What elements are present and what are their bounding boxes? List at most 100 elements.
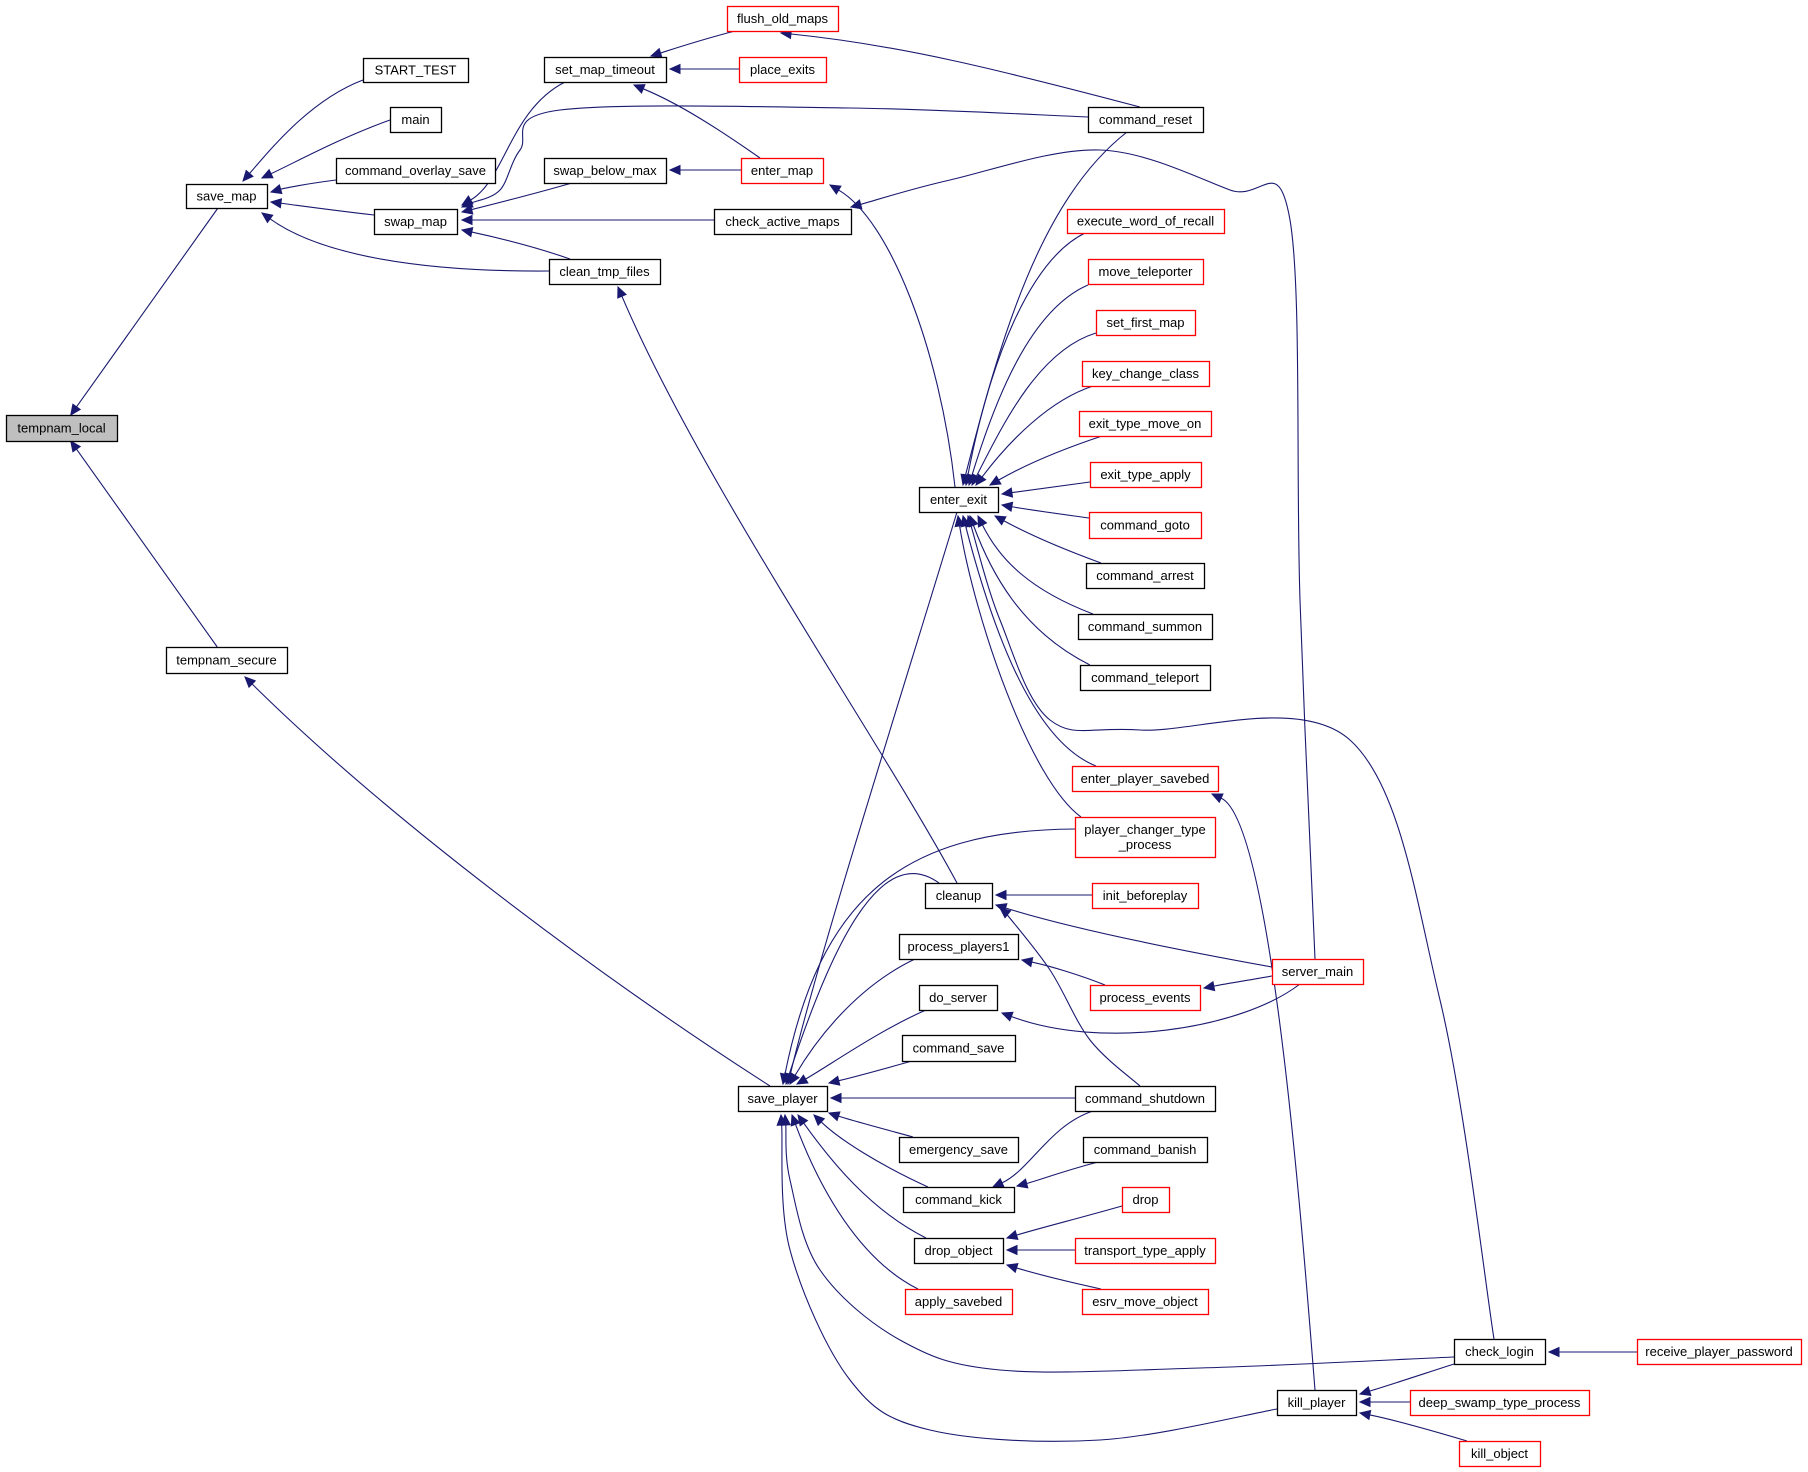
arrowhead-icon: [460, 227, 474, 238]
node-label: player_changer_type: [1084, 822, 1205, 837]
node-label: save_map: [197, 189, 257, 204]
node-emergency-save[interactable]: emergency_save: [898, 1136, 1020, 1164]
node-command-shutdown[interactable]: command_shutdown: [1074, 1085, 1217, 1113]
edge-server_main-to-process_events: [1202, 975, 1273, 992]
node-player-changer-type-process[interactable]: player_changer_type_process: [1074, 816, 1217, 859]
edge-line: [280, 179, 337, 190]
node-label: save_player: [747, 1091, 818, 1106]
node-swap-below-max[interactable]: swap_below_max: [543, 157, 668, 185]
edge-apply_savebed-to-save_player: [790, 1113, 919, 1290]
node-command-save[interactable]: command_save: [901, 1034, 1017, 1063]
node-start-test[interactable]: START_TEST: [362, 57, 470, 84]
edge-line: [981, 524, 1094, 615]
arrowhead-icon: [260, 168, 274, 179]
edge-command_overlay_save-to-save_map: [269, 179, 337, 195]
arrowhead-icon: [242, 169, 254, 182]
node-label: command_summon: [1088, 619, 1202, 634]
node-label: drop_object: [925, 1243, 993, 1258]
node-clean-tmp-files[interactable]: clean_tmp_files: [548, 258, 662, 286]
arrowhead-icon: [70, 440, 82, 453]
node-box: [1458, 1440, 1542, 1468]
edge-swap_map-to-save_map: [269, 198, 375, 216]
node-exit-type-move-on[interactable]: exit_type_move_on: [1078, 410, 1213, 438]
node-place-exits[interactable]: place_exits: [738, 56, 828, 84]
arrowhead-icon: [617, 285, 627, 299]
edge-line: [621, 295, 958, 884]
arrowhead-icon: [1005, 1263, 1019, 1274]
node-esrv-move-object[interactable]: esrv_move_object: [1081, 1288, 1210, 1316]
node-label: kill_player: [1288, 1395, 1346, 1410]
node-check-active-maps[interactable]: check_active_maps: [713, 208, 853, 236]
arrowhead-icon: [1020, 957, 1034, 968]
node-label: process_players1: [908, 939, 1010, 954]
node-flush-old-maps[interactable]: flush_old_maps: [726, 5, 840, 33]
edge-line: [794, 958, 916, 1076]
node-command-kick[interactable]: command_kick: [902, 1186, 1016, 1214]
node-check-login[interactable]: check_login: [1453, 1338, 1547, 1366]
node-server-main[interactable]: server_main: [1271, 958, 1365, 986]
node-init-beforeplay[interactable]: init_beforeplay: [1091, 882, 1200, 910]
node-command-arrest[interactable]: command_arrest: [1085, 562, 1206, 590]
node-box: [543, 157, 668, 185]
node-set-first-map[interactable]: set_first_map: [1095, 309, 1197, 337]
node-execute-word-of-recall[interactable]: execute_word_of_recall: [1066, 208, 1226, 235]
edge-line: [970, 525, 1495, 1340]
node-enter-map[interactable]: enter_map: [740, 157, 825, 185]
edge-command_summon-to-enter_exit: [977, 514, 1094, 615]
arrowhead-icon: [70, 403, 82, 416]
node-box: [898, 1136, 1020, 1164]
edge-command_teleport-to-enter_exit: [968, 514, 1091, 666]
edge-clean_tmp_files-to-swap_map: [460, 227, 571, 260]
node-exit-type-apply[interactable]: exit_type_apply: [1089, 461, 1203, 489]
node-label: transport_type_apply: [1084, 1243, 1206, 1258]
edge-save_map-to-tempnam_local: [70, 207, 219, 416]
node-kill-object[interactable]: kill_object: [1458, 1440, 1542, 1468]
node-command-goto[interactable]: command_goto: [1088, 511, 1203, 540]
edge-line: [280, 202, 375, 216]
node-do-server[interactable]: do_server: [918, 984, 999, 1012]
node-kill-player[interactable]: kill_player: [1276, 1389, 1358, 1417]
node-tempnam-secure[interactable]: tempnam_secure: [165, 646, 289, 675]
edge-command_banish-to-command_kick: [1015, 1161, 1099, 1189]
node-drop[interactable]: drop: [1121, 1186, 1171, 1214]
node-main[interactable]: main: [389, 106, 443, 134]
node-cleanup[interactable]: cleanup: [924, 882, 994, 910]
node-process-events[interactable]: process_events: [1089, 984, 1202, 1012]
node-key-change-class[interactable]: key_change_class: [1081, 360, 1211, 388]
node-box: [1077, 613, 1214, 641]
node-command-reset[interactable]: command_reset: [1087, 106, 1205, 134]
arrowhead-icon: [993, 515, 1007, 526]
edge-line: [781, 1124, 1278, 1442]
node-apply-savebed[interactable]: apply_savebed: [904, 1288, 1014, 1316]
node-label: command_teleport: [1091, 670, 1199, 685]
arrowhead-icon: [632, 84, 646, 94]
edge-command_goto-to-enter_exit: [1000, 501, 1090, 519]
node-label: deep_swamp_type_process: [1419, 1395, 1581, 1410]
node-transport-type-apply[interactable]: transport_type_apply: [1074, 1237, 1217, 1265]
node-drop-object[interactable]: drop_object: [913, 1237, 1005, 1265]
node-process-players1[interactable]: process_players1: [898, 933, 1020, 961]
node-save-map[interactable]: save_map: [185, 183, 269, 210]
edge-process_players1-to-save_player: [789, 958, 916, 1086]
node-move-teleporter[interactable]: move_teleporter: [1087, 258, 1205, 286]
edge-enter_map-to-set_map_timeout: [632, 84, 761, 159]
edge-command_shutdown-to-cleanup: [999, 907, 1141, 1087]
node-set-map-timeout[interactable]: set_map_timeout: [543, 56, 668, 84]
node-command-overlay-save[interactable]: command_overlay_save: [335, 157, 497, 185]
node-swap-map[interactable]: swap_map: [373, 208, 459, 236]
edge-line: [964, 525, 1097, 767]
arrowhead-icon: [1000, 487, 1014, 498]
node-deep-swamp-type-process[interactable]: deep_swamp_type_process: [1409, 1389, 1591, 1417]
edge-command_kick-to-save_player: [813, 1114, 929, 1188]
node-receive-player-password[interactable]: receive_player_password: [1636, 1338, 1803, 1366]
node-label: exit_type_apply: [1100, 467, 1191, 482]
node-save-player[interactable]: save_player: [737, 1085, 829, 1113]
node-command-teleport[interactable]: command_teleport: [1079, 664, 1212, 692]
node-box: [5, 414, 119, 443]
node-enter-exit[interactable]: enter_exit: [918, 486, 1000, 514]
node-box: [902, 1186, 1016, 1214]
node-command-summon[interactable]: command_summon: [1077, 613, 1214, 641]
node-enter-player-savebed[interactable]: enter_player_savebed: [1071, 765, 1220, 793]
node-label: drop: [1132, 1192, 1158, 1207]
node-command-banish[interactable]: command_banish: [1082, 1136, 1209, 1164]
